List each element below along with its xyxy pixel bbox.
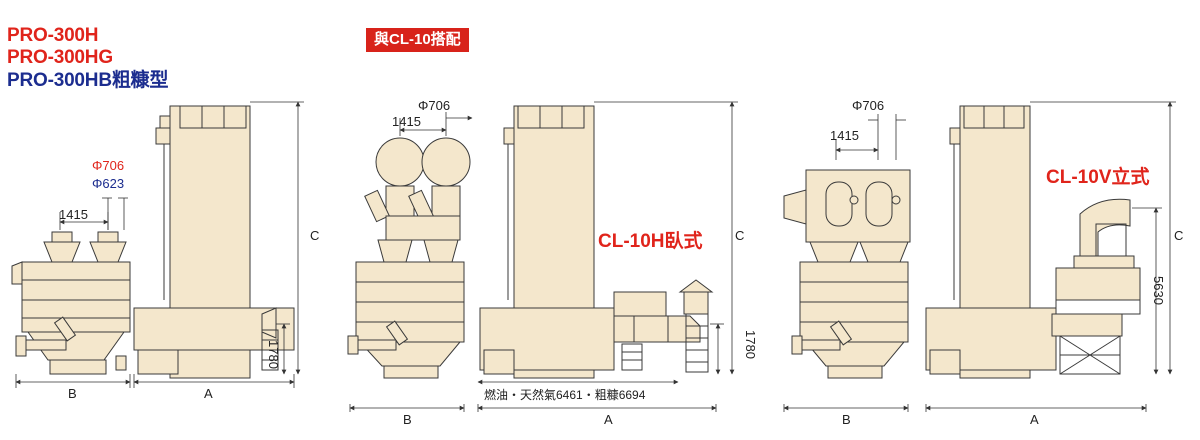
title-pro-300h: PRO-300H (7, 25, 99, 46)
dim-b-label: B (842, 412, 851, 427)
dim-a-label: A (1030, 412, 1039, 427)
dryer-1-side (11, 231, 131, 375)
cl10v-burner (1051, 198, 1141, 375)
cl10h-burner (613, 279, 714, 373)
diameter-label-blue: Φ623 (92, 176, 125, 191)
dryer-2-tower (479, 105, 615, 379)
spacing-label: 1415 (392, 114, 421, 129)
title-pro-300hg: PRO-300HG (7, 47, 113, 68)
model-cl10v-label: CL-10V立式 (1046, 167, 1150, 188)
dryer-2-side (347, 137, 471, 379)
dim-c-label: C (1174, 228, 1184, 243)
dim-b-label: B (403, 412, 412, 427)
height-label: 1780 (266, 340, 281, 369)
spacing-label: 1415 (59, 207, 88, 222)
spacing-label: 1415 (830, 128, 859, 143)
diameter-label: Φ706 (852, 98, 885, 113)
dim-b-label: B (68, 386, 77, 401)
length-note: 燃油・天然氣6461・粗糠6694 (484, 388, 646, 402)
dryer-1-tower (133, 105, 295, 379)
dim-a-label: A (204, 386, 213, 401)
dim-c-label: C (735, 228, 745, 243)
diameter-label-red: Φ706 (92, 158, 125, 173)
model-cl10h-label: CL-10H臥式 (598, 231, 703, 252)
title-pro-300hb: PRO-300HB粗糠型 (7, 70, 169, 91)
cl10-badge: 與CL-10搭配 (366, 28, 469, 52)
height-label: 1780 (743, 330, 758, 359)
dryer-3-side (783, 169, 911, 379)
diameter-label: Φ706 (418, 98, 451, 113)
dim-a-label: A (604, 412, 613, 427)
height-label: 5630 (1151, 276, 1166, 305)
dryer-3-tower (925, 105, 1057, 379)
dim-c-label: C (310, 228, 320, 243)
